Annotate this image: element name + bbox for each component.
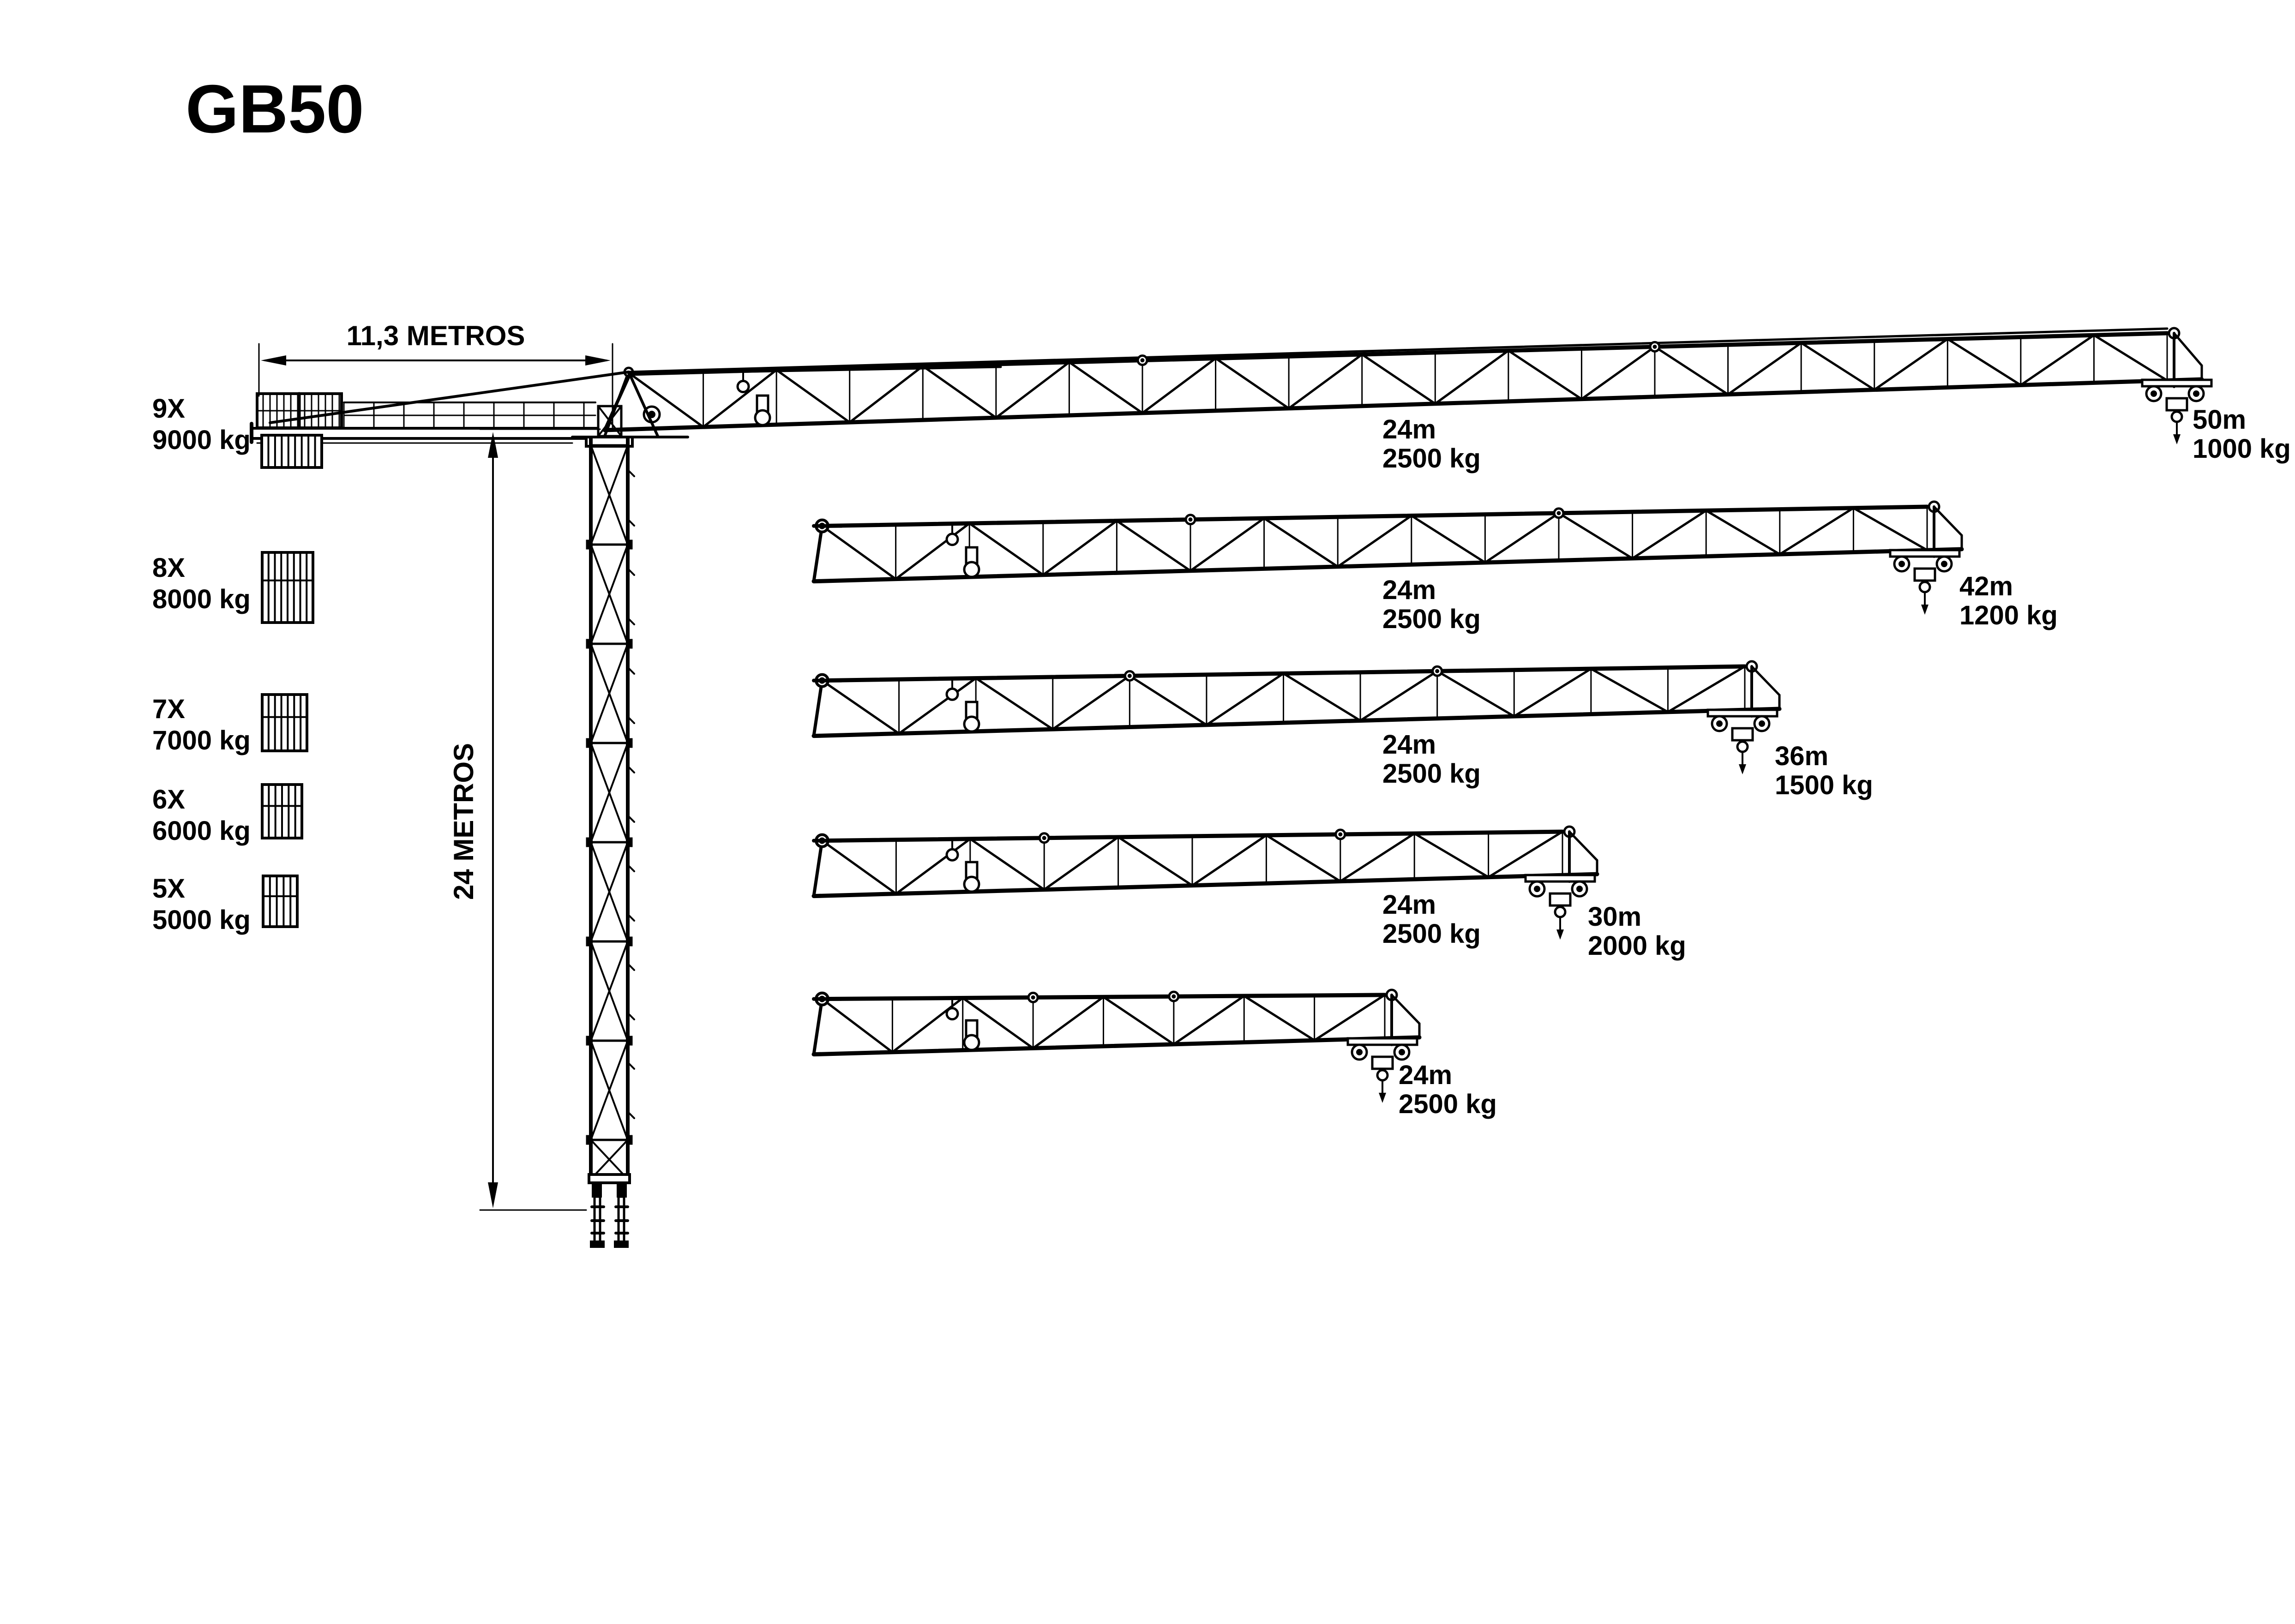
counterweight-weight-7x: 7000 kg — [152, 725, 251, 755]
page-title: GB50 — [186, 71, 364, 147]
mid-radius-label-30m: 24m — [1382, 890, 1436, 920]
tip-capacity-label-42m: 1200 kg — [1959, 600, 2058, 630]
counterweight-count-6x: 6X — [152, 785, 185, 815]
tip-length-label-42m: 42m — [1959, 571, 2013, 601]
tip-capacity-label-30m: 2000 kg — [1588, 931, 1686, 961]
counterweight-weight-9x: 9000 kg — [152, 425, 251, 455]
counterweight-count-9x: 9X — [152, 394, 185, 424]
mid-capacity-label-30m: 2500 kg — [1382, 919, 1481, 949]
mid-capacity-label-42m: 2500 kg — [1382, 604, 1481, 634]
counterjib-dimension-label: 11,3 METROS — [347, 320, 525, 351]
tip-length-label-36m: 36m — [1775, 741, 1828, 771]
counterweight-count-8x: 8X — [152, 553, 185, 583]
tower-dimension-label: 24 METROS — [448, 743, 479, 900]
tip-capacity-label-24m: 2500 kg — [1399, 1089, 1497, 1119]
mid-radius-label-42m: 24m — [1382, 575, 1436, 605]
tip-capacity-label-36m: 1500 kg — [1775, 770, 1873, 800]
counterweight-weight-5x: 5000 kg — [152, 905, 251, 935]
mid-radius-label-36m: 24m — [1382, 730, 1436, 760]
counterweight-weight-8x: 8000 kg — [152, 584, 251, 614]
mid-radius-label-50m: 24m — [1382, 414, 1436, 444]
crane-line-art — [250, 327, 2213, 1248]
mid-capacity-label-50m: 2500 kg — [1382, 443, 1481, 473]
counterweight-count-7x: 7X — [152, 694, 185, 724]
tip-length-label-50m: 50m — [2193, 405, 2246, 435]
counterweight-count-5x: 5X — [152, 874, 185, 904]
tip-length-label-24m: 24m — [1399, 1060, 1452, 1090]
mid-capacity-label-36m: 2500 kg — [1382, 759, 1481, 789]
tip-capacity-label-50m: 1000 kg — [2193, 434, 2291, 464]
counterweight-weight-6x: 6000 kg — [152, 816, 251, 846]
tip-length-label-30m: 30m — [1588, 902, 1641, 932]
